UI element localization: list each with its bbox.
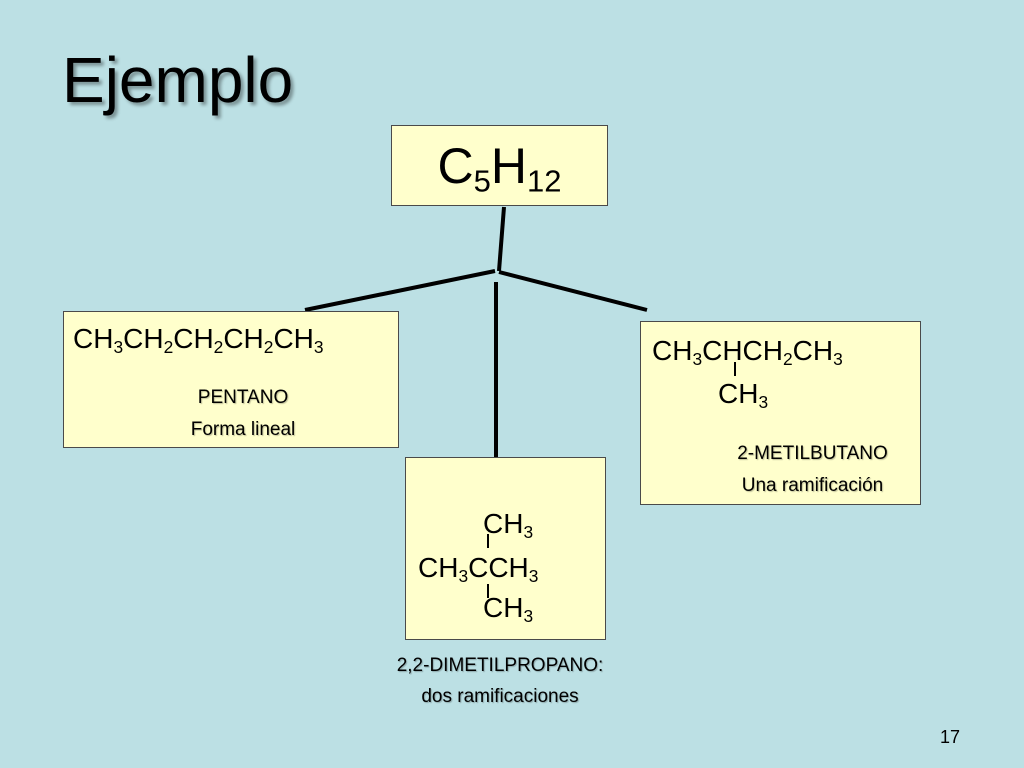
dimethylpropane-bottom-bond xyxy=(487,584,489,598)
methylbutane-branch-methyl-sub: 3 xyxy=(758,391,769,412)
dimethylpropane-bottom-methyl: CH3 xyxy=(483,592,534,626)
pentane-name: PENTANO xyxy=(197,387,289,408)
methylbutane-formula: CH3CHCH2CH3 xyxy=(652,335,843,369)
dimethylpropane-main-chain-part: CCH xyxy=(468,552,529,583)
page-number: 17 xyxy=(940,727,961,747)
slide-title: Ejemplo xyxy=(62,44,294,116)
methylbutane-formula-part: CHCH xyxy=(702,335,783,366)
methylbutane-branch-methyl: CH3 xyxy=(718,378,769,412)
pentane-box xyxy=(63,311,399,448)
root-formula-c: C xyxy=(437,137,474,194)
dimethylpropane-main-chain: CH3CCH3 xyxy=(418,552,539,586)
root-formula-box: C5H12 xyxy=(391,125,608,206)
dimethylpropane-top-methyl-text: CH xyxy=(483,508,524,539)
dimethylpropane-top-methyl: CH3 xyxy=(483,508,534,542)
connector-root-stem xyxy=(497,206,506,272)
pentane-formula-part: CH xyxy=(123,323,164,354)
methylbutane-branch-methyl-text: CH xyxy=(718,378,759,409)
connector-to-pentane xyxy=(304,269,496,312)
dimethylpropane-top-bond xyxy=(487,534,489,548)
methylbutane-box xyxy=(640,321,921,505)
root-formula: C5H12 xyxy=(437,137,562,199)
connector-to-methylbutane xyxy=(498,270,648,312)
dimethylpropane-name: 2,2-DIMETILPROPANO: xyxy=(396,655,604,676)
methylbutane-formula-sub: 3 xyxy=(692,348,703,369)
pentane-formula-sub: 2 xyxy=(213,336,224,357)
root-formula-h-count: 12 xyxy=(526,163,562,199)
dimethylpropane-box xyxy=(405,457,606,640)
dimethylpropane-main-chain-sub: 3 xyxy=(528,565,539,586)
methylbutane-formula-part: CH xyxy=(792,335,834,366)
pentane-formula-part: CH xyxy=(73,323,114,354)
root-formula-c-count: 5 xyxy=(473,163,491,199)
root-formula-h: H xyxy=(490,137,527,194)
pentane-formula-sub: 3 xyxy=(313,336,324,357)
pentane-formula-sub: 2 xyxy=(263,336,274,357)
pentane-formula-sub: 2 xyxy=(163,336,174,357)
pentane-description: Forma lineal xyxy=(190,419,296,440)
methylbutane-formula-part: CH xyxy=(652,335,693,366)
pentane-formula-sub: 3 xyxy=(113,336,124,357)
methylbutane-branch-bond xyxy=(734,362,736,376)
pentane-formula-part: CH xyxy=(173,323,214,354)
methylbutane-formula-sub: 3 xyxy=(833,348,843,369)
dimethylpropane-main-chain-sub: 3 xyxy=(458,565,469,586)
pentane-formula: CH3CH2CH2CH2CH3 xyxy=(73,323,324,357)
pentane-formula-part: CH xyxy=(223,323,264,354)
dimethylpropane-top-methyl-sub: 3 xyxy=(523,521,534,542)
methylbutane-description: Una ramificación xyxy=(741,475,884,496)
dimethylpropane-description: dos ramificaciones xyxy=(421,686,579,707)
methylbutane-name: 2-METILBUTANO xyxy=(737,443,888,464)
dimethylpropane-bottom-methyl-text: CH xyxy=(483,592,524,623)
methylbutane-formula-sub: 2 xyxy=(783,348,793,369)
dimethylpropane-bottom-methyl-sub: 3 xyxy=(523,605,534,626)
dimethylpropane-main-chain-part: CH xyxy=(418,552,459,583)
pentane-formula-part: CH xyxy=(273,323,314,354)
